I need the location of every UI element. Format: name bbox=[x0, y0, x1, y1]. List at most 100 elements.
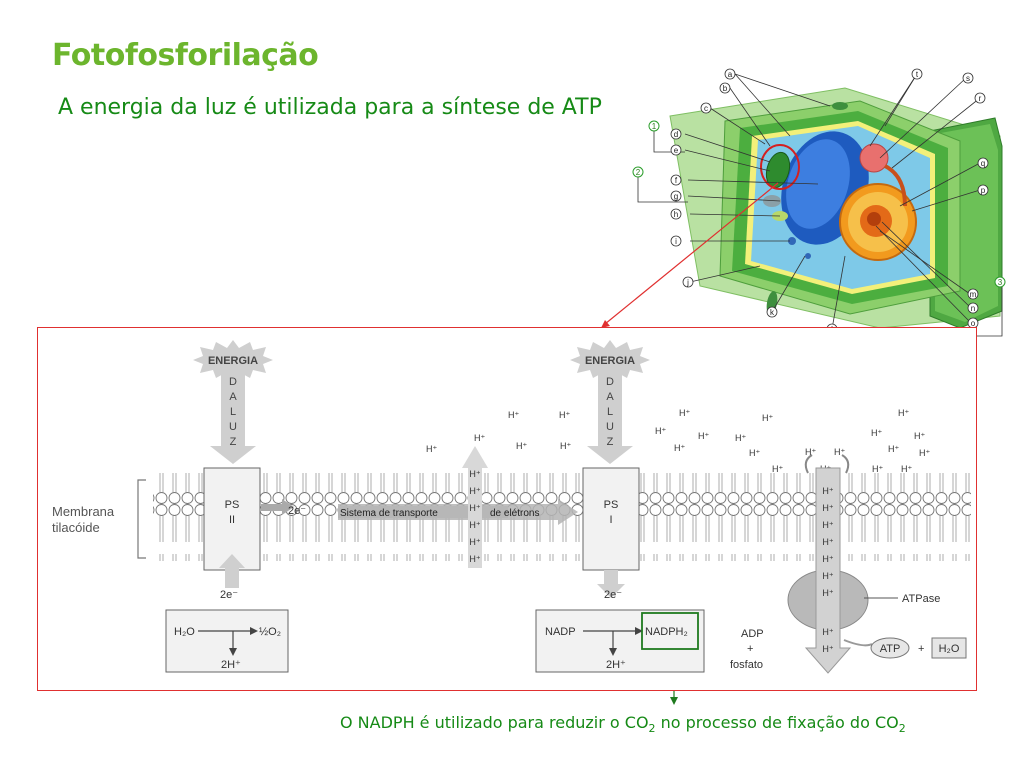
caption-sub-1: 2 bbox=[648, 722, 656, 736]
photophosphorylation-diagram: Membrana tilacóide ENERGIA ENERGIA D A L… bbox=[52, 340, 971, 674]
caption-sub-2: 2 bbox=[898, 722, 906, 736]
h-free-22: H⁺ bbox=[919, 448, 930, 458]
adp-plus-label: + bbox=[747, 643, 753, 655]
nadph-highlight-box bbox=[641, 612, 699, 650]
h-free-16: H⁺ bbox=[834, 447, 845, 457]
energy-burst-left: ENERGIA bbox=[193, 340, 273, 380]
h-free-2: H⁺ bbox=[559, 410, 570, 420]
atp-oval bbox=[870, 637, 910, 659]
light-arrow-left bbox=[210, 372, 256, 464]
ps1-label-line1: PS bbox=[604, 499, 619, 511]
fosfato-label: fosfato bbox=[730, 659, 763, 671]
h-free-7: H⁺ bbox=[679, 408, 690, 418]
da-luz-left-u: U bbox=[229, 421, 237, 433]
transport-label-1: Sistema de transporte bbox=[340, 508, 438, 519]
caption-part-2: no processo de fixação do CO bbox=[655, 713, 899, 732]
plant-cell-svg: a b c d e f g h i j k l m n o p q r s t … bbox=[632, 68, 1006, 337]
photosystem-i-box bbox=[582, 467, 640, 571]
cell-number-3: 3 bbox=[998, 278, 1003, 287]
ps2-label-line1: PS bbox=[225, 499, 240, 511]
green-pointer-arrowhead bbox=[670, 697, 678, 705]
da-luz-left-z: Z bbox=[230, 436, 237, 448]
photosystem-ii-box bbox=[203, 467, 261, 571]
cell-number-2: 2 bbox=[636, 168, 641, 177]
h-free-18: H⁺ bbox=[898, 408, 909, 418]
cell-label-i: i bbox=[675, 237, 677, 246]
water-splitting-box bbox=[165, 609, 289, 673]
electron-transport-arrow bbox=[338, 499, 578, 525]
h-synthase-7: H⁺ bbox=[822, 588, 833, 598]
h-mid-6: H⁺ bbox=[469, 554, 480, 564]
cell-label-r: r bbox=[979, 94, 982, 103]
membrane-label-line1: Membrana bbox=[52, 504, 115, 519]
h-free-4: H⁺ bbox=[474, 433, 485, 443]
h-free-3: H⁺ bbox=[426, 444, 437, 454]
h-free-5: H⁺ bbox=[516, 441, 527, 451]
caption-part-1: O NADPH é utilizado para reduzir o CO bbox=[340, 713, 649, 732]
h-free-8: H⁺ bbox=[762, 413, 773, 423]
h-mid-3: H⁺ bbox=[469, 503, 480, 513]
h-free-12: H⁺ bbox=[674, 443, 685, 453]
cell-label-b: b bbox=[723, 84, 728, 93]
h-free-1: H⁺ bbox=[508, 410, 519, 420]
cell-label-g: g bbox=[674, 192, 678, 201]
h-mid-1: H⁺ bbox=[469, 469, 480, 479]
cell-label-j: j bbox=[686, 278, 689, 287]
plant-cell-illustration: a b c d e f g h i j k l m n o p q r s t … bbox=[630, 66, 1010, 348]
h-free-15: H⁺ bbox=[805, 447, 816, 457]
cell-label-c: c bbox=[704, 104, 708, 113]
atpase-label: ATPase bbox=[902, 593, 940, 605]
da-luz-right-z: Z bbox=[607, 436, 614, 448]
photophosphorylation-diagram-frame: Membrana tilacóide ENERGIA ENERGIA D A L… bbox=[37, 327, 977, 691]
da-luz-right-d: D bbox=[606, 376, 614, 388]
h-synthase-3: H⁺ bbox=[822, 520, 833, 530]
light-arrow-right bbox=[587, 372, 633, 464]
electron-label-ps1: 2e⁻ bbox=[604, 589, 622, 601]
nadp-reduction-box bbox=[535, 609, 705, 673]
da-luz-right-l: L bbox=[607, 406, 613, 418]
h-synthase-2: H⁺ bbox=[822, 503, 833, 513]
cell-label-s: s bbox=[966, 74, 970, 83]
h-free-9: H⁺ bbox=[655, 426, 666, 436]
h-free-11: H⁺ bbox=[735, 433, 746, 443]
cell-label-h: h bbox=[674, 210, 678, 219]
cell-label-p: p bbox=[981, 186, 986, 195]
h-free-19: H⁺ bbox=[871, 428, 882, 438]
oxygen-label: ½O₂ bbox=[259, 626, 281, 638]
h-synthase-5: H⁺ bbox=[822, 554, 833, 564]
da-luz-left-a: A bbox=[229, 391, 237, 403]
cell-number-1: 1 bbox=[652, 122, 657, 131]
nadph-label: NADPH₂ bbox=[645, 626, 688, 638]
cell-label-q: q bbox=[981, 159, 985, 168]
h-free-6: H⁺ bbox=[560, 441, 571, 451]
h-free-24: H⁺ bbox=[901, 464, 912, 474]
membrane-label-line2: tilacóide bbox=[52, 520, 100, 535]
slide-title: Fotofosforilação bbox=[52, 38, 319, 73]
cell-label-m: m bbox=[970, 290, 977, 299]
electron-arrow-short bbox=[261, 504, 283, 511]
slide-subtitle: A energia da luz é utilizada para a sínt… bbox=[58, 95, 602, 120]
protons-right-label: 2H⁺ bbox=[606, 659, 626, 671]
da-luz-left-d: D bbox=[229, 376, 237, 388]
h-free-23: H⁺ bbox=[872, 464, 883, 474]
da-luz-right-a: A bbox=[606, 391, 614, 403]
energy-left-label: ENERGIA bbox=[208, 355, 258, 367]
da-luz-right-u: U bbox=[606, 421, 614, 433]
cell-label-e: e bbox=[674, 146, 679, 155]
adp-label: ADP bbox=[741, 628, 764, 640]
proton-channel-mid bbox=[462, 446, 488, 568]
h-free-14: H⁺ bbox=[772, 464, 783, 474]
cell-label-n: n bbox=[971, 304, 975, 313]
ps1-label-line2: I bbox=[609, 514, 612, 526]
h-mid-2: H⁺ bbox=[469, 486, 480, 496]
h2o-output-label: H₂O bbox=[939, 643, 960, 655]
h-free-21: H⁺ bbox=[888, 444, 899, 454]
energy-right-label: ENERGIA bbox=[585, 355, 635, 367]
h-mid-5: H⁺ bbox=[469, 537, 480, 547]
h-synthase-8: H⁺ bbox=[822, 627, 833, 637]
electron-arrow-up-ps2 bbox=[219, 554, 245, 588]
h-free-20: H⁺ bbox=[914, 431, 925, 441]
electron-label-mid: 2e⁻ bbox=[288, 505, 306, 517]
cell-label-a: a bbox=[728, 70, 733, 79]
electron-arrow-down-ps1 bbox=[597, 570, 625, 598]
